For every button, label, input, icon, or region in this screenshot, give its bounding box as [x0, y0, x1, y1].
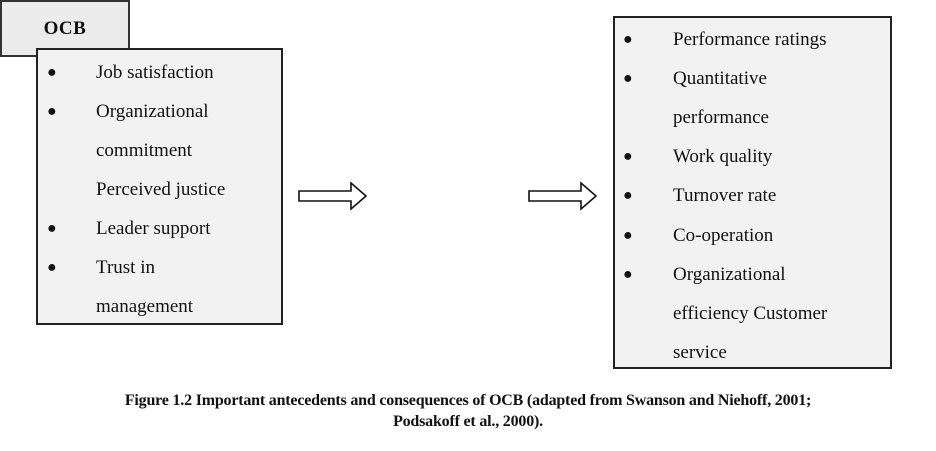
consequence-item: Co-operation: [673, 225, 774, 246]
bullet-icon: ●: [623, 187, 633, 204]
caption-line-1: Figure 1.2 Important antecedents and con…: [124, 392, 812, 409]
bullet-icon: ●: [47, 220, 57, 237]
consequence-item: efficiency Customer: [673, 303, 828, 324]
bullet-icon: ●: [47, 64, 57, 81]
antecedents-box: [36, 48, 283, 325]
bullet-icon: ●: [47, 103, 57, 120]
antecedent-item: Organizational: [96, 101, 209, 122]
bullet-icon: ●: [623, 148, 633, 165]
antecedent-item: Leader support: [96, 218, 211, 239]
consequence-item: Work quality: [673, 146, 773, 167]
antecedent-item: commitment: [96, 140, 193, 161]
arrow-right-icon: [528, 181, 598, 211]
bullet-icon: ●: [623, 70, 633, 87]
consequence-item: service: [673, 342, 727, 363]
caption-line-2: Podsakoff et al., 2000).: [393, 413, 543, 430]
bullet-icon: ●: [623, 266, 633, 283]
antecedent-item: Job satisfaction: [96, 62, 214, 83]
consequence-item: Turnover rate: [673, 185, 777, 206]
consequence-item: performance: [673, 107, 769, 128]
consequences-box: [613, 16, 892, 369]
bullet-icon: ●: [47, 259, 57, 276]
ocb-label: OCB: [43, 17, 87, 39]
antecedent-item: management: [96, 296, 194, 317]
consequence-item: Organizational: [673, 264, 786, 285]
antecedent-item: Trust in: [96, 257, 155, 278]
bullet-icon: ●: [623, 31, 633, 48]
arrow-right-icon: [298, 181, 368, 211]
consequence-item: Performance ratings: [673, 29, 827, 50]
antecedent-item: Perceived justice: [96, 179, 226, 200]
figure-caption: Figure 1.2 Important antecedents and con…: [0, 390, 936, 432]
consequence-item: Quantitative: [673, 68, 767, 89]
bullet-icon: ●: [623, 227, 633, 244]
